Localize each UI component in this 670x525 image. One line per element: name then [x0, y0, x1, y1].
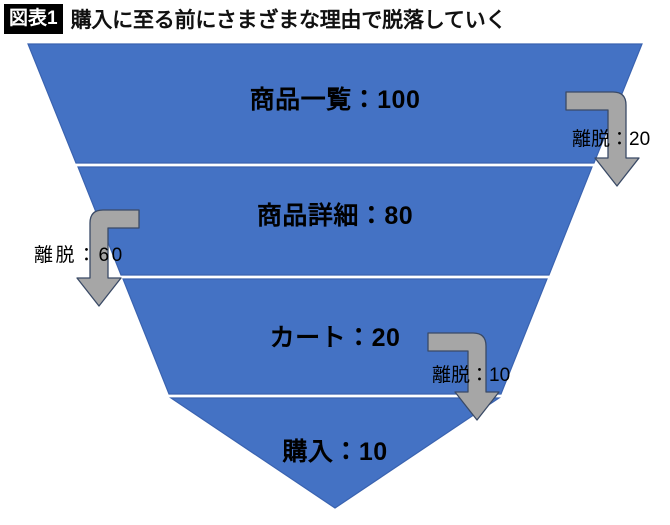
dropoff-label-3: 離脱：10	[432, 365, 511, 386]
funnel-segment-kounyuu	[169, 397, 501, 509]
funnel-segment-shouhin-ichiran	[27, 43, 643, 164]
dropoff-arrow-2	[76, 209, 140, 307]
funnel-stage-label-4: 購入：10	[282, 438, 388, 466]
funnel-stage-label-2: 商品詳細：80	[256, 202, 414, 230]
figure-number-badge: 図表1	[4, 4, 63, 34]
funnel-stage-label-3: カート：20	[269, 324, 401, 352]
dropoff-label-2: 離脱：60	[34, 245, 125, 266]
funnel-stage-label-1: 商品一覧：100	[249, 86, 421, 114]
figure-title: 購入に至る前にさまざまな理由で脱落していく	[70, 9, 507, 32]
funnel-segment-cart	[122, 278, 548, 395]
dropoff-arrow-3	[427, 332, 500, 421]
dropoff-label-1: 離脱：20	[572, 129, 651, 150]
figure-header: 図表1 購入に至る前にさまざまな理由で脱落していく	[0, 0, 670, 38]
dropoff-arrow-1	[565, 91, 640, 187]
